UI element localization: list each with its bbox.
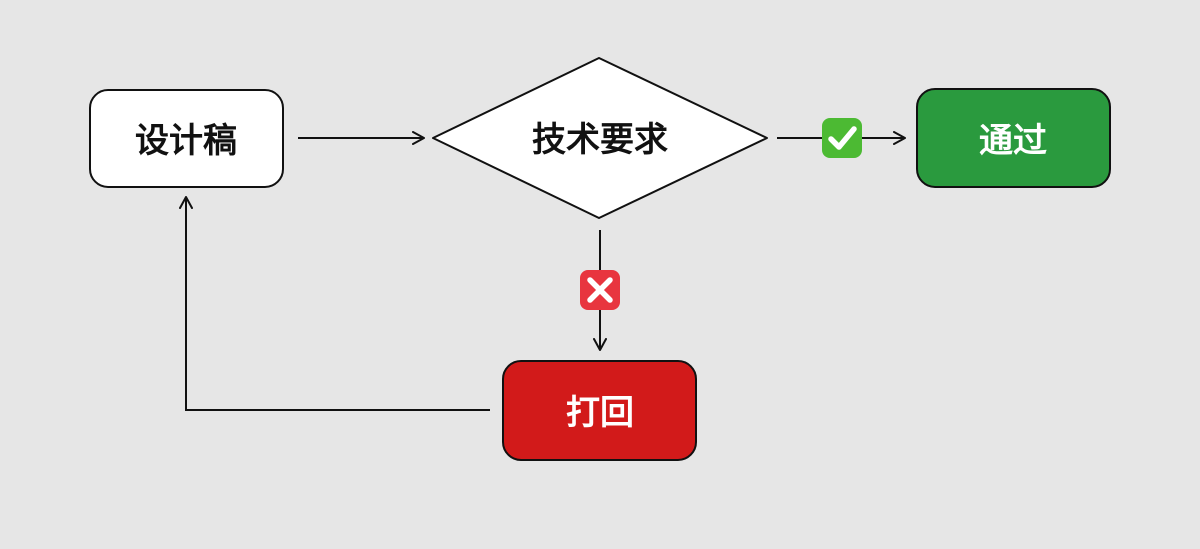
node-pass-label: 通过 bbox=[979, 121, 1047, 161]
node-reject-box bbox=[502, 360, 697, 461]
node-reject-label: 打回 bbox=[566, 393, 634, 433]
node-decision-label: 技术要求 bbox=[532, 120, 668, 160]
node-decision: 技术要求 bbox=[432, 57, 768, 219]
node-reject: 打回 bbox=[502, 360, 697, 461]
arrow-reject-to-design bbox=[179, 196, 490, 411]
check-mark-icon bbox=[822, 118, 862, 158]
node-pass: 通过 bbox=[916, 88, 1111, 188]
cross-mark-icon bbox=[580, 270, 620, 310]
node-design-box bbox=[89, 89, 284, 188]
node-pass-box bbox=[916, 88, 1111, 188]
node-design-label: 设计稿 bbox=[135, 121, 237, 161]
node-design: 设计稿 bbox=[89, 89, 284, 188]
node-decision-diamond bbox=[432, 57, 768, 219]
